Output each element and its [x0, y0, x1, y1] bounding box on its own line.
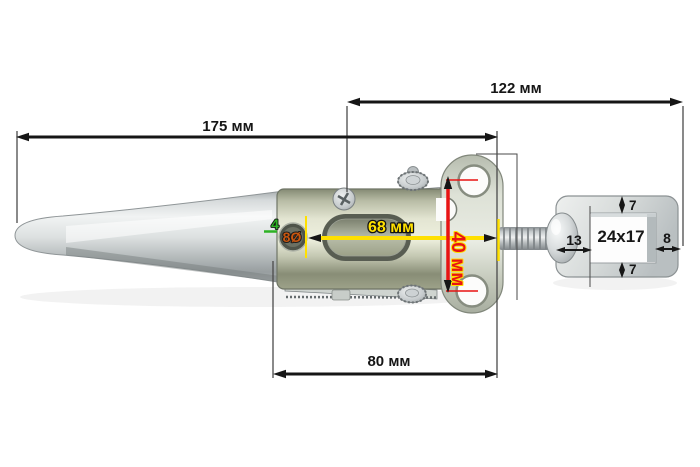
- keeper-plate: [555, 195, 679, 278]
- dimension-annotations: 175 мм 122 мм 80 мм 68 мм: [16, 80, 684, 379]
- dim-122-arrow-left: [347, 97, 360, 107]
- mount-hole-floor: [283, 227, 303, 247]
- dim-80-label: 80 мм: [367, 353, 410, 370]
- dim-8-arrow-right: [672, 246, 681, 252]
- flange-nut-bottom-serration: [397, 284, 427, 304]
- dim-175-arrow-right: [485, 132, 498, 142]
- dim-7top-arrow-down: [619, 205, 625, 214]
- dim-68-label: 68 мм: [368, 219, 414, 236]
- dim-keeper-margin-top: 7: [619, 196, 637, 214]
- mounting-plate: [436, 154, 504, 314]
- dim-175-label: 175 мм: [202, 118, 253, 135]
- dim-body-length: 68 мм: [305, 216, 500, 261]
- dim-7bot-arrow-up: [619, 262, 625, 270]
- pivot-screw-slot-2: [339, 192, 350, 206]
- keeper-window-bevel-top: [591, 213, 656, 217]
- keeper-window-bevel-right: [647, 214, 656, 262]
- dim-8-label: 8: [663, 230, 671, 246]
- flange-nut-top-serration: [397, 171, 429, 191]
- mounting-plate-shape: [440, 154, 504, 314]
- dim-122-arrow-right: [670, 97, 683, 107]
- dim-total-length: 175 мм: [16, 118, 498, 142]
- window-size-label: 24x17: [597, 227, 644, 246]
- dim-80-arrow-left: [273, 369, 286, 379]
- dim-7bot-arrow-down: [619, 270, 625, 278]
- keeper-window: [589, 212, 657, 264]
- dim-40-label: 40 мм: [447, 232, 468, 287]
- dim-13-arrow-left: [556, 247, 565, 253]
- handle-lever: [14, 190, 285, 284]
- dim-40-arrow-bottom: [443, 280, 453, 293]
- hole-diameter-label: 8Ø: [283, 229, 302, 245]
- bolt-thread-shaft: [498, 227, 552, 250]
- claw-notch-edge: [447, 197, 458, 222]
- flange-nut-bottom-cap: [405, 288, 419, 298]
- flange-nut-top-cap: [405, 175, 421, 185]
- dim-13-label: 13: [566, 232, 582, 248]
- handle-highlight: [66, 210, 272, 243]
- dim-8-arrow-left: [655, 246, 664, 252]
- bolt-dome-highlight: [551, 219, 561, 235]
- dim-keeper-margin-bottom: 7: [619, 262, 637, 278]
- dim-7top-label: 7: [629, 198, 637, 213]
- dim-right-length: 122 мм: [347, 80, 683, 107]
- dim-40-arrow-top: [443, 176, 453, 189]
- dim-68-arrow-right: [484, 234, 497, 242]
- dim-material-thickness: 4: [264, 215, 280, 233]
- extension-lines: [16, 106, 684, 378]
- dim-122-label: 122 мм: [490, 80, 541, 97]
- dim-base-length: 80 мм: [273, 353, 498, 379]
- plate-hole-top: [457, 164, 491, 198]
- thickness-label: 4: [271, 216, 279, 232]
- dim-7top-arrow-up: [619, 196, 625, 205]
- dim-keeper-margin-right: 8: [655, 230, 681, 252]
- ext-line-jog: [476, 153, 518, 300]
- dim-80-arrow-right: [485, 369, 498, 379]
- dim-68-arrow-left: [308, 234, 321, 242]
- handle-shape: [14, 190, 285, 284]
- keeper-shadow: [553, 276, 677, 290]
- dim-hole-spacing: 40 мм: [443, 176, 478, 293]
- dim-7bot-label: 7: [629, 262, 637, 277]
- bottom-clip: [331, 289, 351, 301]
- dim-13-arrow-right: [583, 247, 592, 253]
- dim-keeper-offset: 13: [556, 232, 592, 253]
- handle-lower-shade: [66, 247, 280, 282]
- dim-175-arrow-left: [16, 132, 29, 142]
